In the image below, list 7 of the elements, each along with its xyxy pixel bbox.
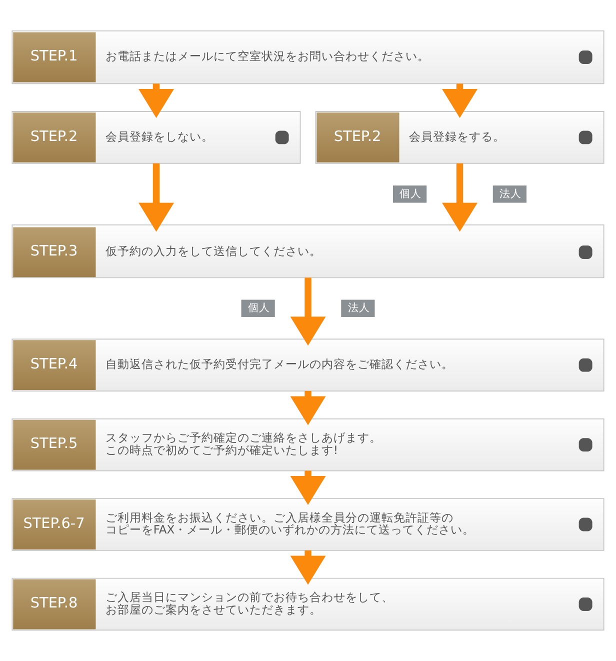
label: 法人 xyxy=(348,302,370,314)
arrow xyxy=(290,278,326,346)
label: 個人 xyxy=(248,302,270,314)
arrow xyxy=(138,163,174,232)
arrow xyxy=(442,163,478,232)
label: 法人 xyxy=(500,188,522,200)
label: 個人 xyxy=(400,188,422,200)
